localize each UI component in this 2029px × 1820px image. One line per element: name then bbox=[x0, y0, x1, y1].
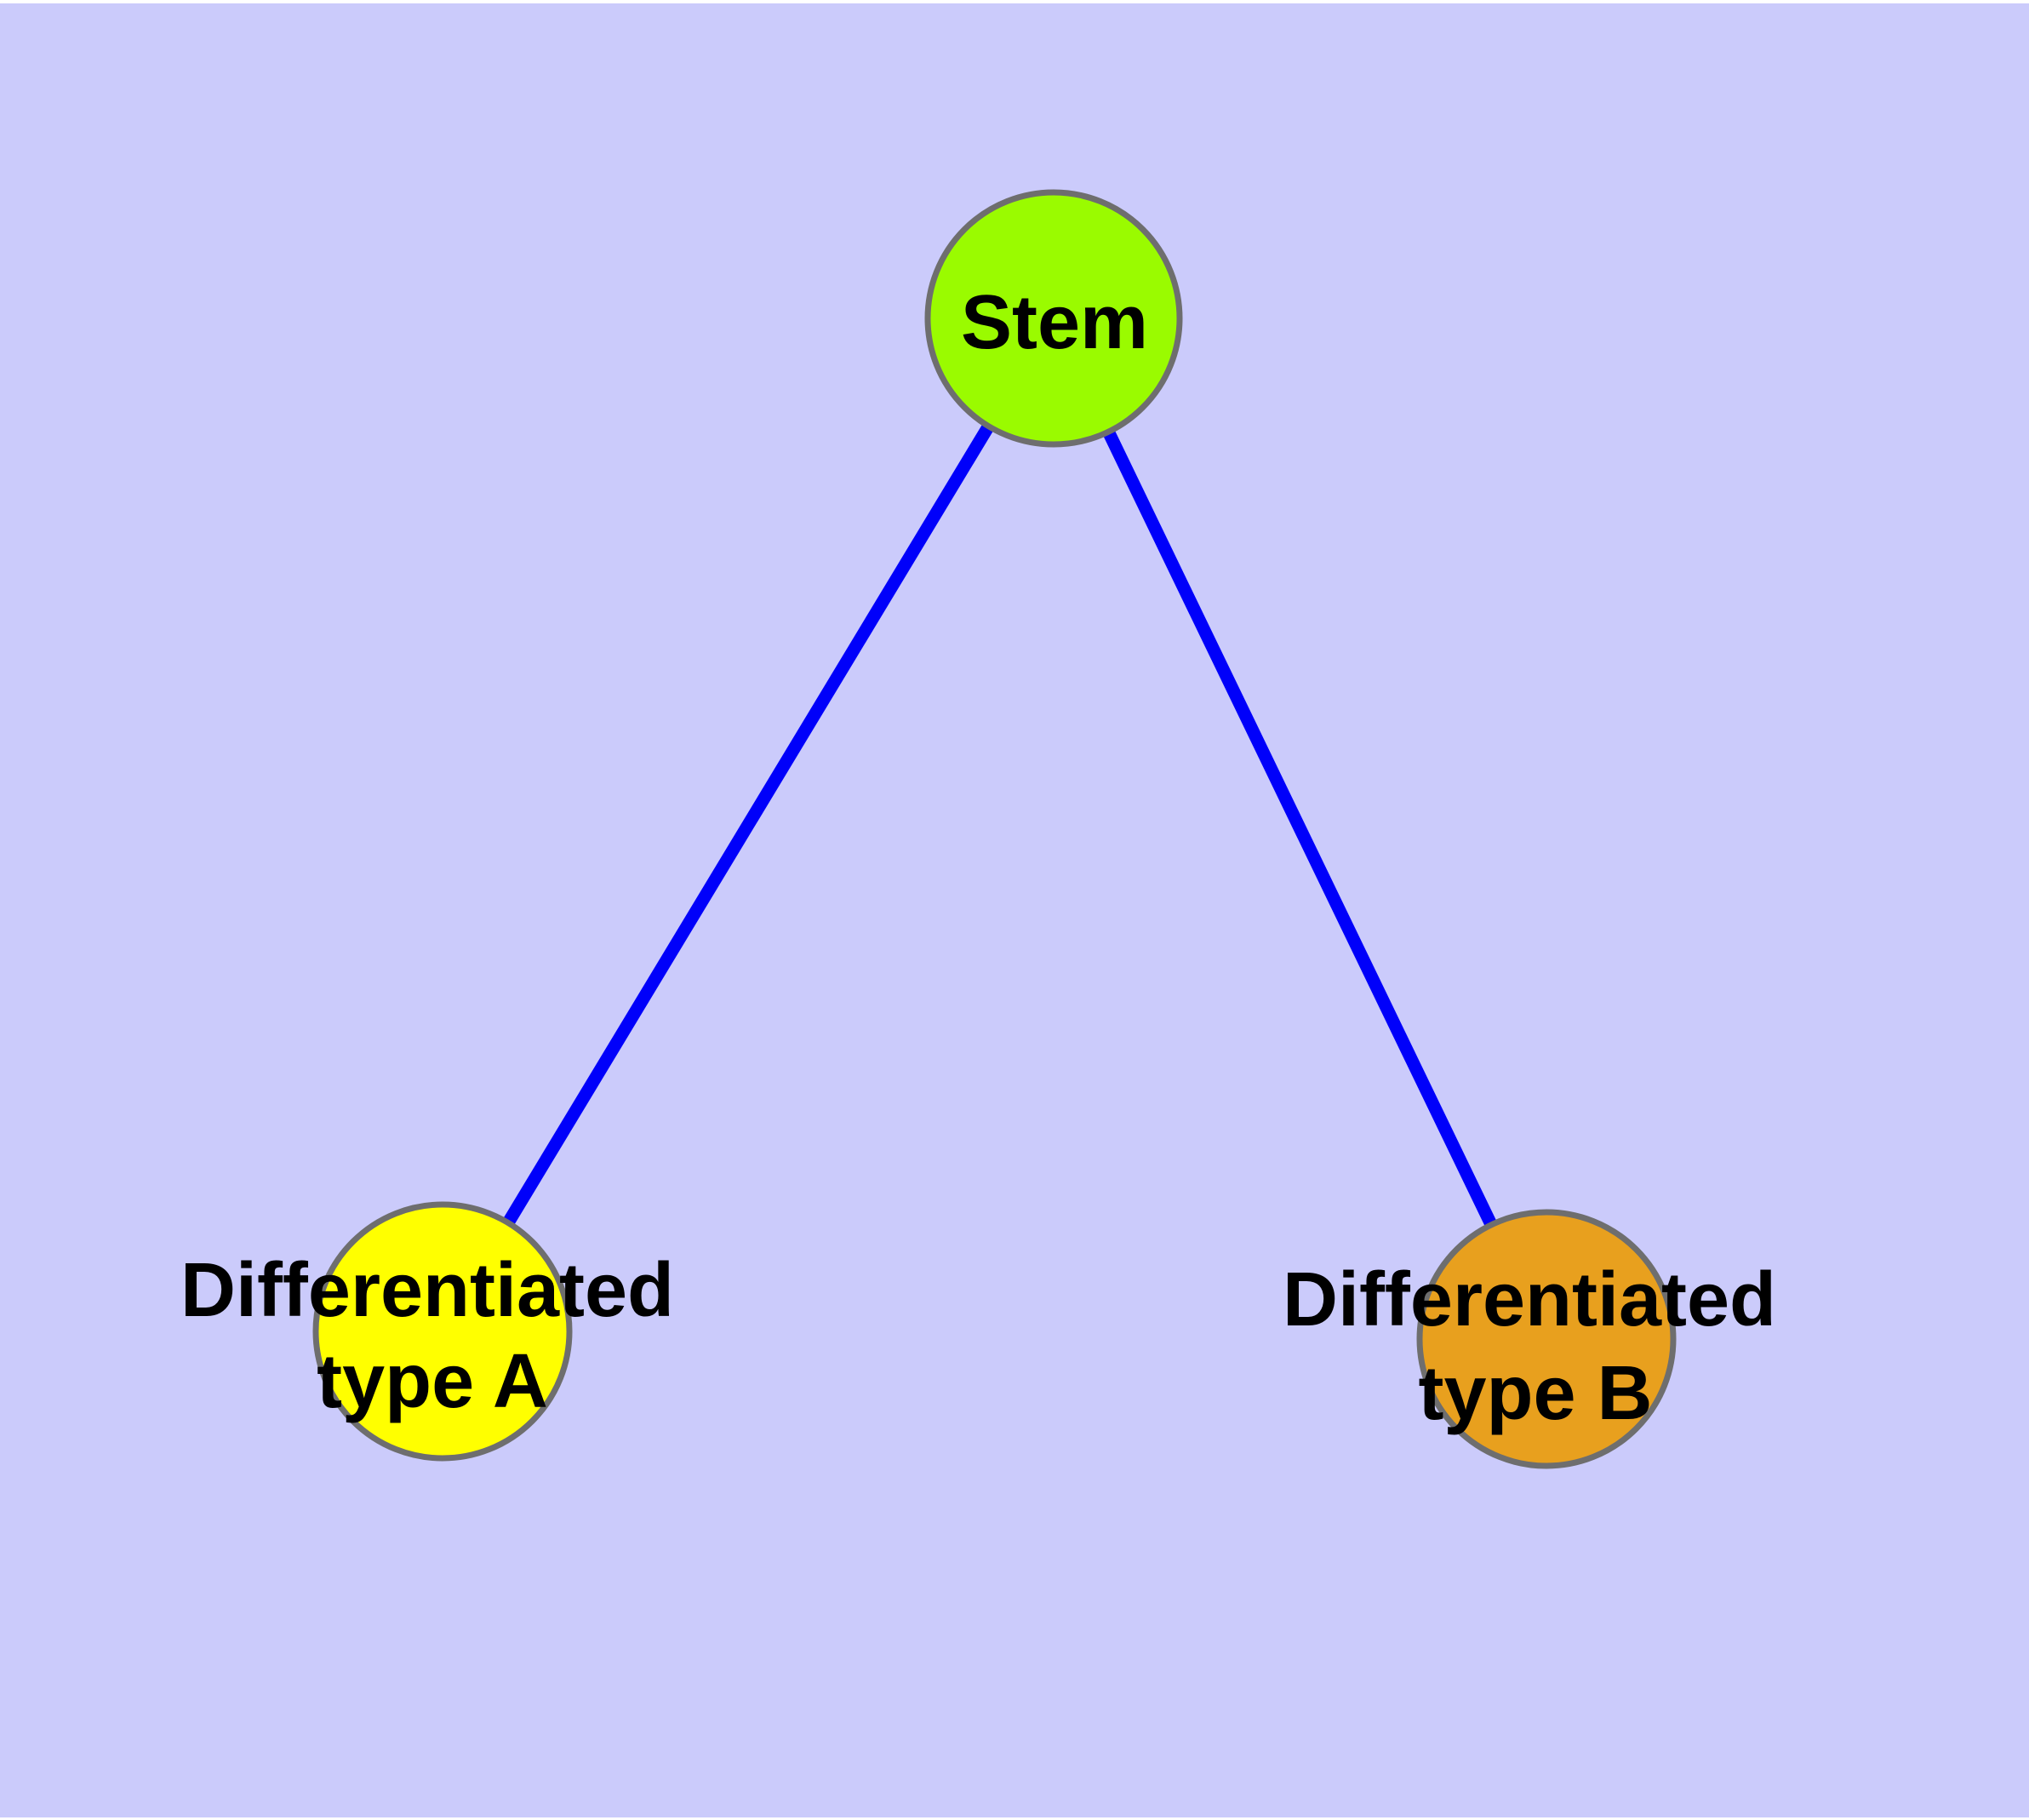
node-type-a-label-line2: type A bbox=[317, 1339, 548, 1424]
node-type-b-label-line2: type B bbox=[1418, 1351, 1652, 1436]
node-type-a-label-line1: Differentiated bbox=[180, 1248, 674, 1333]
node-type-b-label-line1: Differentiated bbox=[1283, 1257, 1776, 1342]
node-stem bbox=[924, 189, 1183, 448]
edge-stem-to-type-b bbox=[1048, 315, 1552, 1342]
edge-stem-to-type-a bbox=[437, 315, 1060, 1335]
node-stem-label: Stem bbox=[961, 280, 1148, 365]
canvas-top-frame bbox=[0, 0, 2029, 3]
node-differentiated-type-a bbox=[312, 1201, 573, 1462]
canvas-bottom-frame bbox=[0, 1817, 2029, 1820]
node-differentiated-type-b bbox=[1416, 1209, 1677, 1469]
